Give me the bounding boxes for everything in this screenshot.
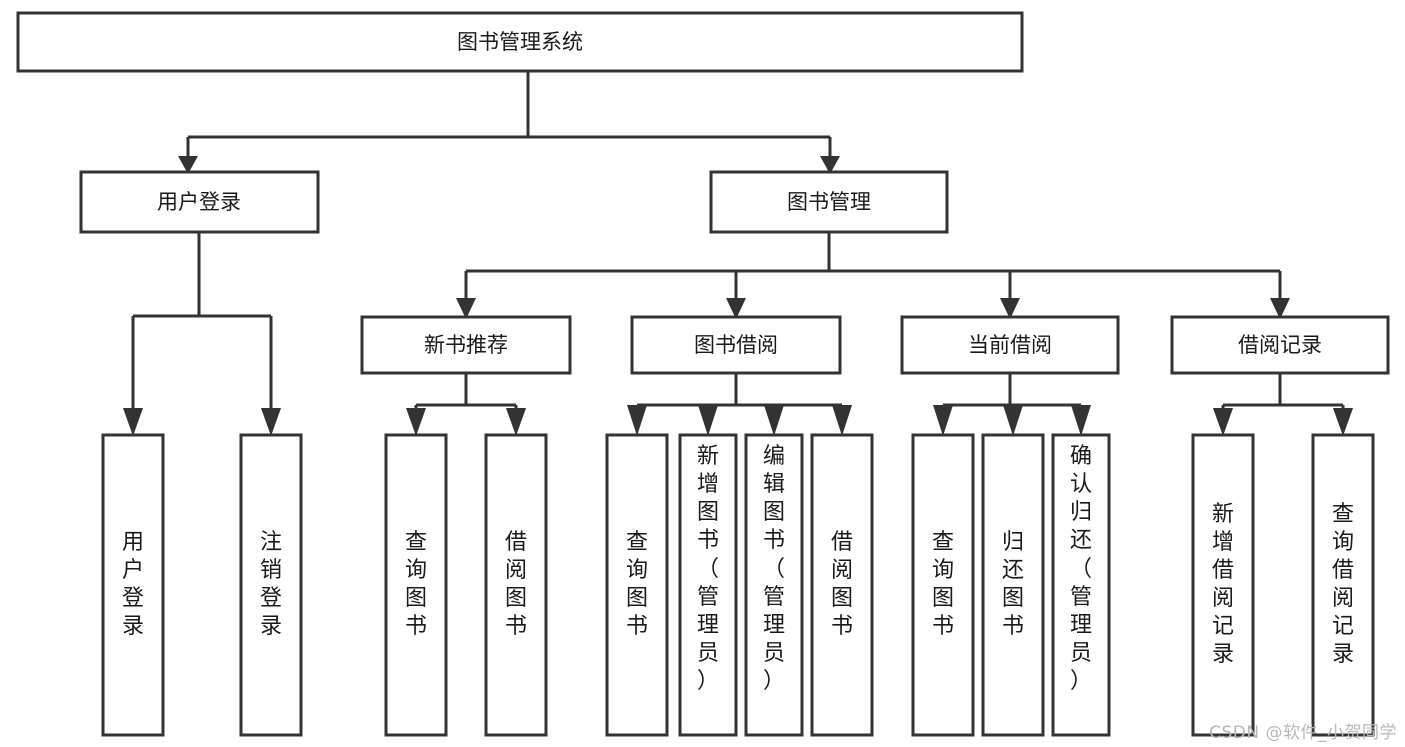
leaf-leaf-add-record[interactable] bbox=[1191, 433, 1255, 737]
arrow-head-leaf-query-book-current bbox=[933, 405, 953, 436]
arrow-head-leaf-borrow-book-rec bbox=[506, 408, 526, 436]
arrow-head-leaf-logout bbox=[261, 408, 281, 436]
leaf-query-book-current-rect[interactable] bbox=[911, 433, 975, 737]
leaf-leaf-logout[interactable] bbox=[239, 433, 303, 737]
leaf-add-book-rect[interactable] bbox=[678, 433, 738, 737]
leaf-borrow-book-rect[interactable] bbox=[810, 433, 874, 737]
node-layer: 图书管理系统 用户登录 图书管理 新书推荐 图书借阅 当前 bbox=[16, 11, 1390, 375]
node-user-login[interactable]: 用户登录 bbox=[79, 170, 320, 234]
leaf-logout-rect[interactable] bbox=[239, 433, 303, 737]
arrow-head-leaf-add-record bbox=[1213, 408, 1233, 436]
leaf-leaf-query-book-borrow[interactable] bbox=[605, 433, 669, 737]
leaf-confirm-return-rect[interactable] bbox=[1051, 433, 1111, 737]
node-root[interactable]: 图书管理系统 bbox=[16, 11, 1024, 73]
arrow-head-user-login bbox=[178, 156, 198, 174]
leaf-leaf-add-book[interactable] bbox=[678, 433, 738, 737]
leaf-query-record-rect[interactable] bbox=[1311, 433, 1375, 737]
node-borrow-record-label: 借阅记录 bbox=[1238, 333, 1322, 357]
arrow-head-borrow-record bbox=[1270, 298, 1290, 319]
leaf-leaf-edit-book[interactable] bbox=[744, 433, 804, 737]
leaf-leaf-borrow-book[interactable] bbox=[810, 433, 874, 737]
leaf-add-record-rect[interactable] bbox=[1191, 433, 1255, 737]
node-book-manage[interactable]: 图书管理 bbox=[709, 170, 949, 234]
node-new-book-recommend[interactable]: 新书推荐 bbox=[360, 315, 572, 375]
node-book-borrow-rect[interactable] bbox=[630, 315, 842, 375]
arrow-head-current-borrow bbox=[1000, 298, 1020, 319]
leaf-query-book-rec-rect[interactable] bbox=[384, 433, 448, 737]
leaf-leaf-borrow-book-rec[interactable] bbox=[484, 433, 548, 737]
leaf-return-book-rect[interactable] bbox=[981, 433, 1045, 737]
arrow-head-book-manage bbox=[820, 156, 840, 174]
leaf-query-book-borrow-rect[interactable] bbox=[605, 433, 669, 737]
leaf-leaf-query-book-current[interactable] bbox=[911, 433, 975, 737]
node-borrow-record-rect[interactable] bbox=[1170, 315, 1390, 375]
arrow-head-leaf-edit-book bbox=[764, 405, 784, 436]
arrow-head-leaf-query-book-borrow bbox=[627, 405, 647, 436]
arrow-head-book-borrow bbox=[726, 298, 746, 319]
watermark-text: CSDN @软件_小贺同学 bbox=[1209, 723, 1397, 743]
node-current-borrow-rect[interactable] bbox=[900, 315, 1120, 375]
node-book-manage-rect[interactable] bbox=[709, 170, 949, 234]
arrow-head-leaf-user-login bbox=[123, 408, 143, 436]
node-borrow-record[interactable]: 借阅记录 bbox=[1170, 315, 1390, 375]
leaf-leaf-query-book-rec[interactable] bbox=[384, 433, 448, 737]
node-current-borrow-label: 当前借阅 bbox=[968, 333, 1052, 357]
node-book-manage-label: 图书管理 bbox=[787, 190, 871, 214]
arrow-head-leaf-borrow-book bbox=[832, 405, 852, 436]
leaf-borrow-book-rec-rect[interactable] bbox=[484, 433, 548, 737]
node-current-borrow[interactable]: 当前借阅 bbox=[900, 315, 1120, 375]
arrow-head-new-book-recommend bbox=[456, 298, 476, 319]
leaf-leaf-return-book[interactable] bbox=[981, 433, 1045, 737]
node-root-rect[interactable] bbox=[16, 11, 1024, 73]
leaf-edit-book-rect[interactable] bbox=[744, 433, 804, 737]
leaf-user-login-rect[interactable] bbox=[101, 433, 165, 737]
arrow-head-leaf-return-book bbox=[1003, 405, 1023, 436]
node-book-borrow-label: 图书借阅 bbox=[694, 333, 778, 357]
connector-layer bbox=[123, 71, 1353, 436]
arrow-head-leaf-query-book-rec bbox=[406, 408, 426, 436]
node-new-book-recommend-label: 新书推荐 bbox=[424, 333, 508, 357]
arrow-head-leaf-add-book bbox=[698, 405, 718, 436]
arrow-head-leaf-query-record bbox=[1333, 408, 1353, 436]
leaf-leaf-confirm-return[interactable] bbox=[1051, 433, 1111, 737]
node-user-login-label: 用户登录 bbox=[157, 190, 241, 214]
leaf-leaf-query-record[interactable] bbox=[1311, 433, 1375, 737]
leaf-leaf-user-login[interactable] bbox=[101, 433, 165, 737]
leaf-rect-layer bbox=[101, 433, 1375, 737]
node-root-label: 图书管理系统 bbox=[457, 30, 583, 54]
node-user-login-rect[interactable] bbox=[79, 170, 320, 234]
arrow-head-leaf-confirm-return bbox=[1071, 405, 1091, 436]
node-new-book-recommend-rect[interactable] bbox=[360, 315, 572, 375]
node-book-borrow[interactable]: 图书借阅 bbox=[630, 315, 842, 375]
